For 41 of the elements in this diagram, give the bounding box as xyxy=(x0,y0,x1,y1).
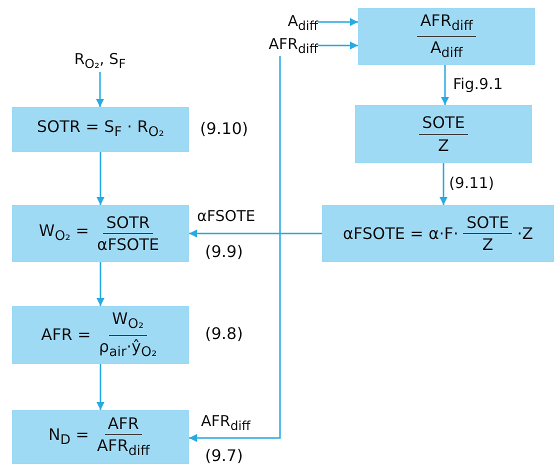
numerator: SOTE xyxy=(463,212,512,234)
formula-text: αFSOTE = α·F· xyxy=(342,224,458,244)
denominator: Z xyxy=(437,134,450,155)
arrow xyxy=(441,65,449,105)
formula-text: W$_{O₂}$ = xyxy=(38,221,90,246)
arrow xyxy=(189,230,322,238)
formula-box xyxy=(358,8,535,65)
formula-box xyxy=(355,105,532,163)
edge-label: Fig.9.1 xyxy=(452,75,504,93)
denominator: A$_{diff}$ xyxy=(429,37,464,62)
variable-label: A$_{diff}$ xyxy=(288,12,318,32)
arrow xyxy=(96,262,104,306)
arrow xyxy=(440,163,448,205)
denominator: Z xyxy=(481,234,494,254)
variable-label: R$_{O₂}$, S$_{F}$ xyxy=(74,50,126,70)
arrow xyxy=(96,72,104,107)
formula-text: AFR = xyxy=(41,325,91,345)
numerator: SOTE xyxy=(419,113,468,134)
numerator: SOTR xyxy=(103,212,153,234)
equation-number: (9.7) xyxy=(205,446,243,465)
edge-label: AFR$_{diff}$ xyxy=(200,412,252,433)
arrow xyxy=(318,18,358,26)
arrow xyxy=(96,152,104,205)
equation-number: (9.8) xyxy=(205,324,243,343)
equation-number: (9.10) xyxy=(200,119,248,138)
numerator: AFR$_{diff}$ xyxy=(417,10,476,37)
arrow xyxy=(189,56,281,442)
denominator: αFSOTE xyxy=(96,234,160,254)
arrow xyxy=(96,364,104,410)
formula-text: SOTR = S$_{F}$ · R$_{O₂}$ xyxy=(36,117,164,142)
formula-text: N$_{D}$ = xyxy=(48,424,90,450)
formula-text: ·Z xyxy=(517,224,534,244)
arrow xyxy=(318,42,358,50)
denominator: AFR$_{diff}$ xyxy=(96,435,151,460)
numerator: W$_{O₂}$ xyxy=(109,309,147,336)
edge-label: (9.11) xyxy=(448,174,496,192)
equation-number: (9.9) xyxy=(205,242,243,261)
numerator: AFR xyxy=(104,414,142,435)
variable-label: AFR$_{diff}$ xyxy=(268,35,318,56)
formula-box xyxy=(322,205,554,262)
denominator: ρ$_{air}$·ŷ$_{O₂}$ xyxy=(98,336,158,361)
